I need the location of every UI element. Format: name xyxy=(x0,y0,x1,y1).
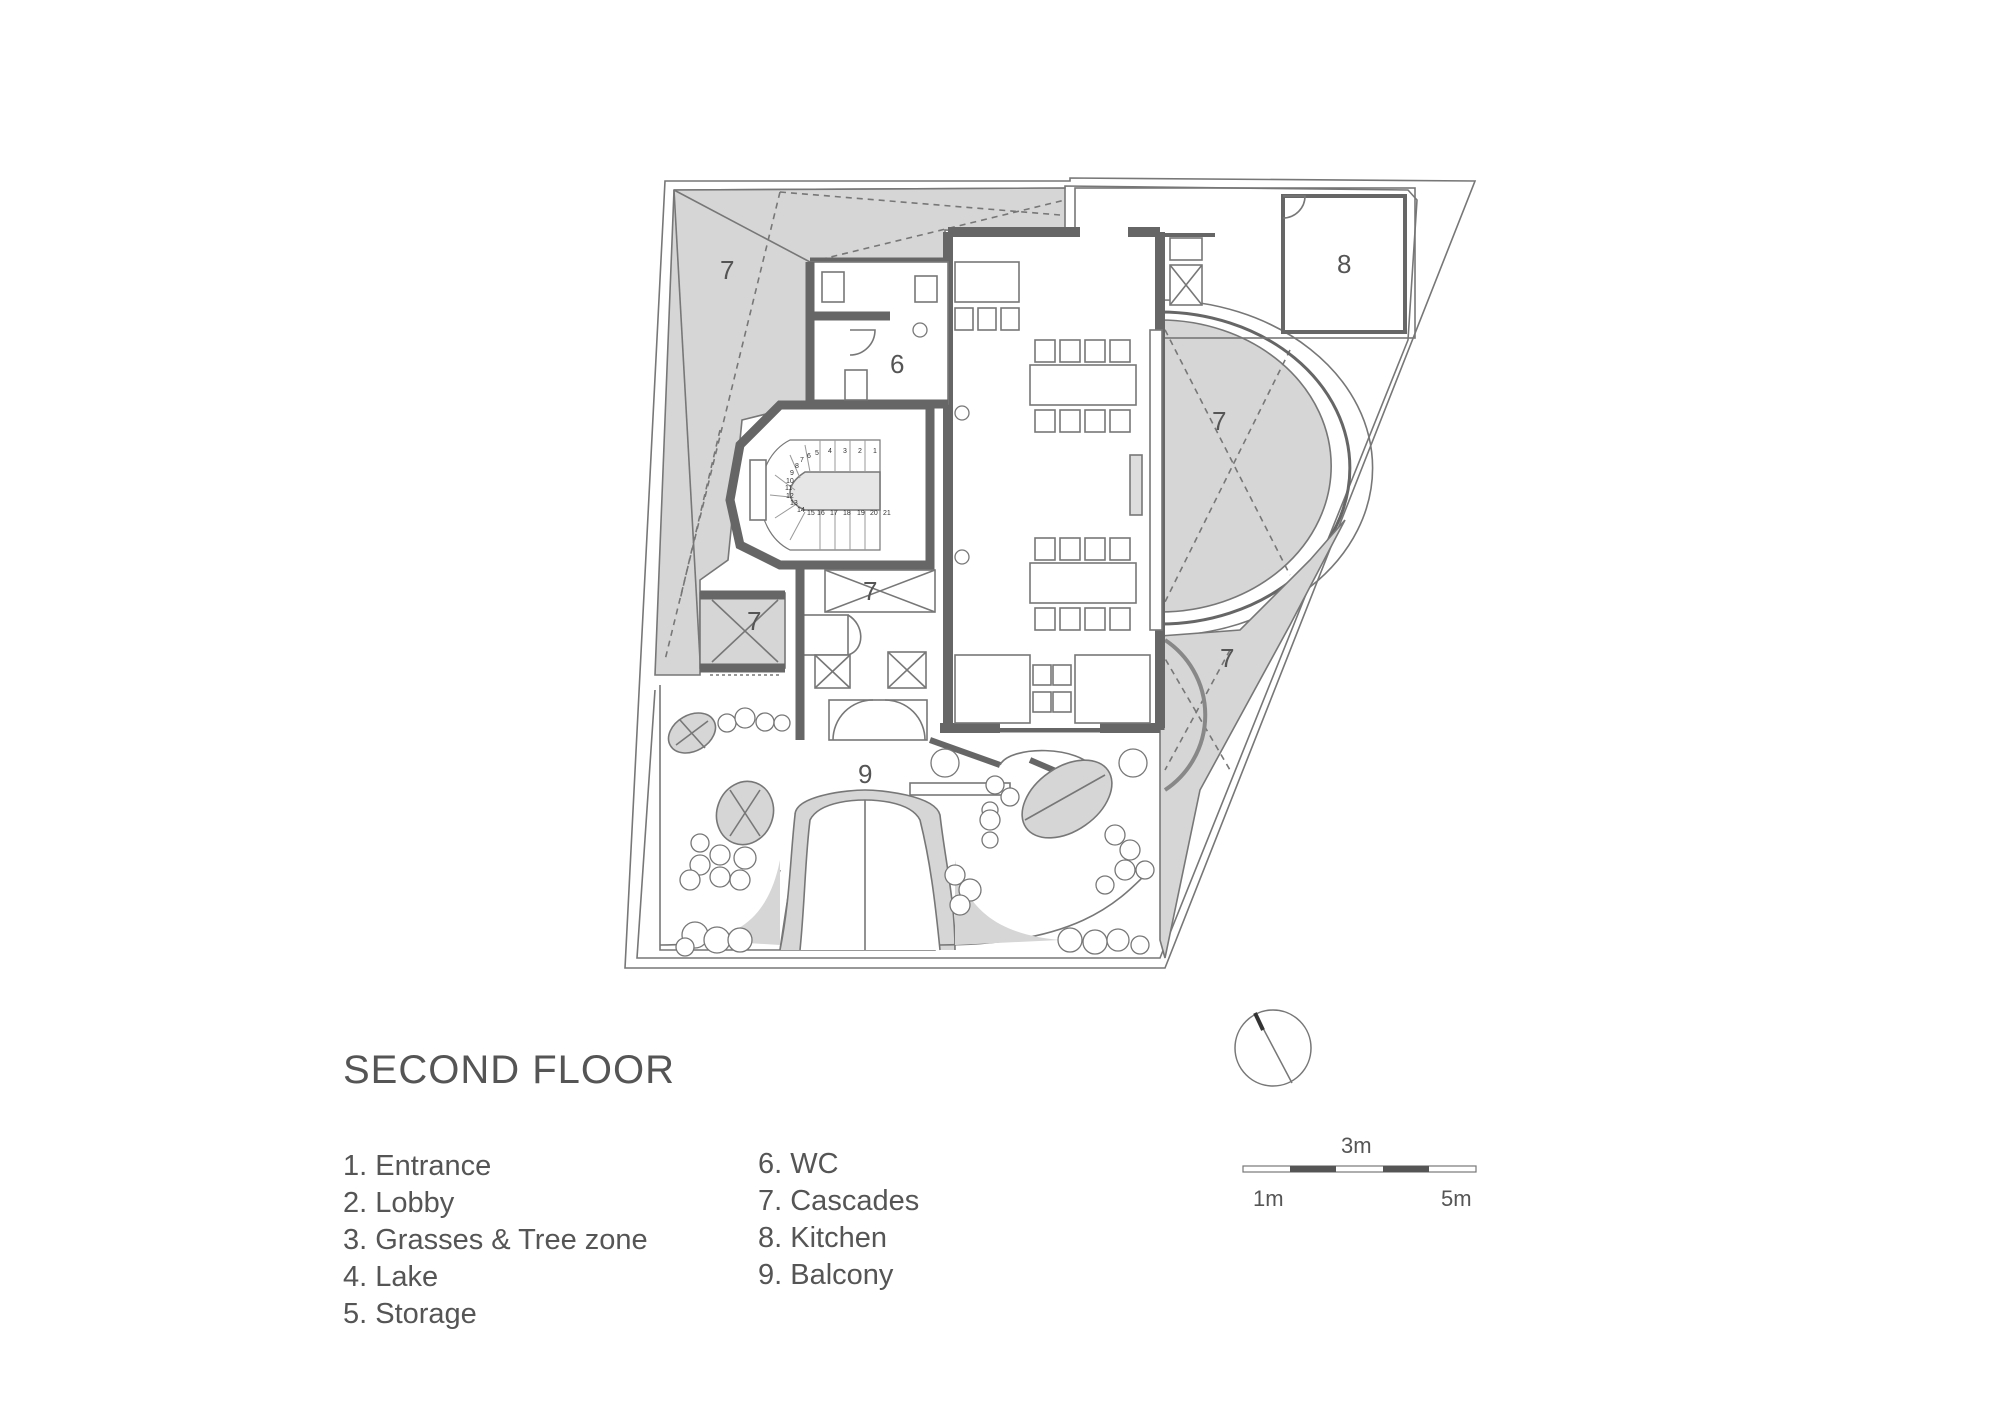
stair-step-number: 11 xyxy=(785,485,792,492)
stair-step-number: 2 xyxy=(858,448,862,455)
room-label-cascade-se: 7 xyxy=(1220,643,1234,673)
stair-step-number: 14 xyxy=(797,507,805,514)
stair-step-number: 5 xyxy=(815,450,819,457)
stair-step-number: 4 xyxy=(828,448,832,455)
kitchen-room xyxy=(1281,194,1407,334)
stair-step-number: 21 xyxy=(883,510,891,517)
cascade-zone-se xyxy=(1159,519,1346,959)
scale-label-left: 1m xyxy=(1253,1186,1284,1211)
legend-right: 6. WC 7. Cascades 8. Kitchen 9. Balcony xyxy=(758,1146,919,1294)
dining-table-bottom xyxy=(1029,562,1137,604)
stair-step-number: 13 xyxy=(790,500,798,507)
room-label-kitchen: 8 xyxy=(1337,249,1351,279)
stair-step-number: 1 xyxy=(873,448,877,455)
legend-item: 6. WC xyxy=(758,1148,839,1180)
legend-item: 7. Cascades xyxy=(758,1185,920,1217)
stair-step-number: 3 xyxy=(843,448,847,455)
stair-step-number: 10 xyxy=(786,478,794,485)
legend-item: 4. Lake xyxy=(343,1261,439,1293)
stair-step-number: 6 xyxy=(807,453,811,460)
stair-step-number: 17 xyxy=(830,510,838,517)
legend-item: 5. Storage xyxy=(343,1298,477,1330)
scale-label-right: 5m xyxy=(1441,1186,1472,1211)
scale-bar xyxy=(1242,1165,1477,1173)
stair-step-number: 7 xyxy=(800,457,804,464)
room-label-cascade-center: 7 xyxy=(863,576,877,606)
page-title: SECOND FLOOR xyxy=(343,1048,676,1092)
legend-item: 2. Lobby xyxy=(343,1187,455,1219)
legend-item: 1. Entrance xyxy=(343,1150,492,1182)
stair-step-number: 20 xyxy=(870,510,878,517)
legend-left: 1. Entrance 2. Lobby 3. Grasses & Tree z… xyxy=(343,1148,648,1333)
legend-item: 9. Balcony xyxy=(758,1259,894,1291)
room-label-wc: 6 xyxy=(890,349,904,379)
legend-item: 8. Kitchen xyxy=(758,1222,887,1254)
stair-step-number: 8 xyxy=(795,463,799,470)
stair-step-number: 12 xyxy=(786,493,794,500)
stair-step-number: 15 xyxy=(807,510,815,517)
stair-step-number: 9 xyxy=(790,470,794,477)
dining-table-top xyxy=(1029,364,1137,406)
room-label-cascade-west: 7 xyxy=(747,606,761,636)
scale-label-top: 3m xyxy=(1341,1133,1372,1158)
north-arrow-icon xyxy=(1234,1009,1312,1087)
stair-step-number: 16 xyxy=(817,510,825,517)
legend-item: 3. Grasses & Tree zone xyxy=(343,1224,648,1256)
stair-step-number: 19 xyxy=(857,510,865,517)
stair-step-number: 18 xyxy=(843,510,851,517)
room-label-cascade-nw: 7 xyxy=(720,255,734,285)
room-label-cascade-east: 7 xyxy=(1212,406,1226,436)
room-label-balcony: 9 xyxy=(858,759,872,789)
